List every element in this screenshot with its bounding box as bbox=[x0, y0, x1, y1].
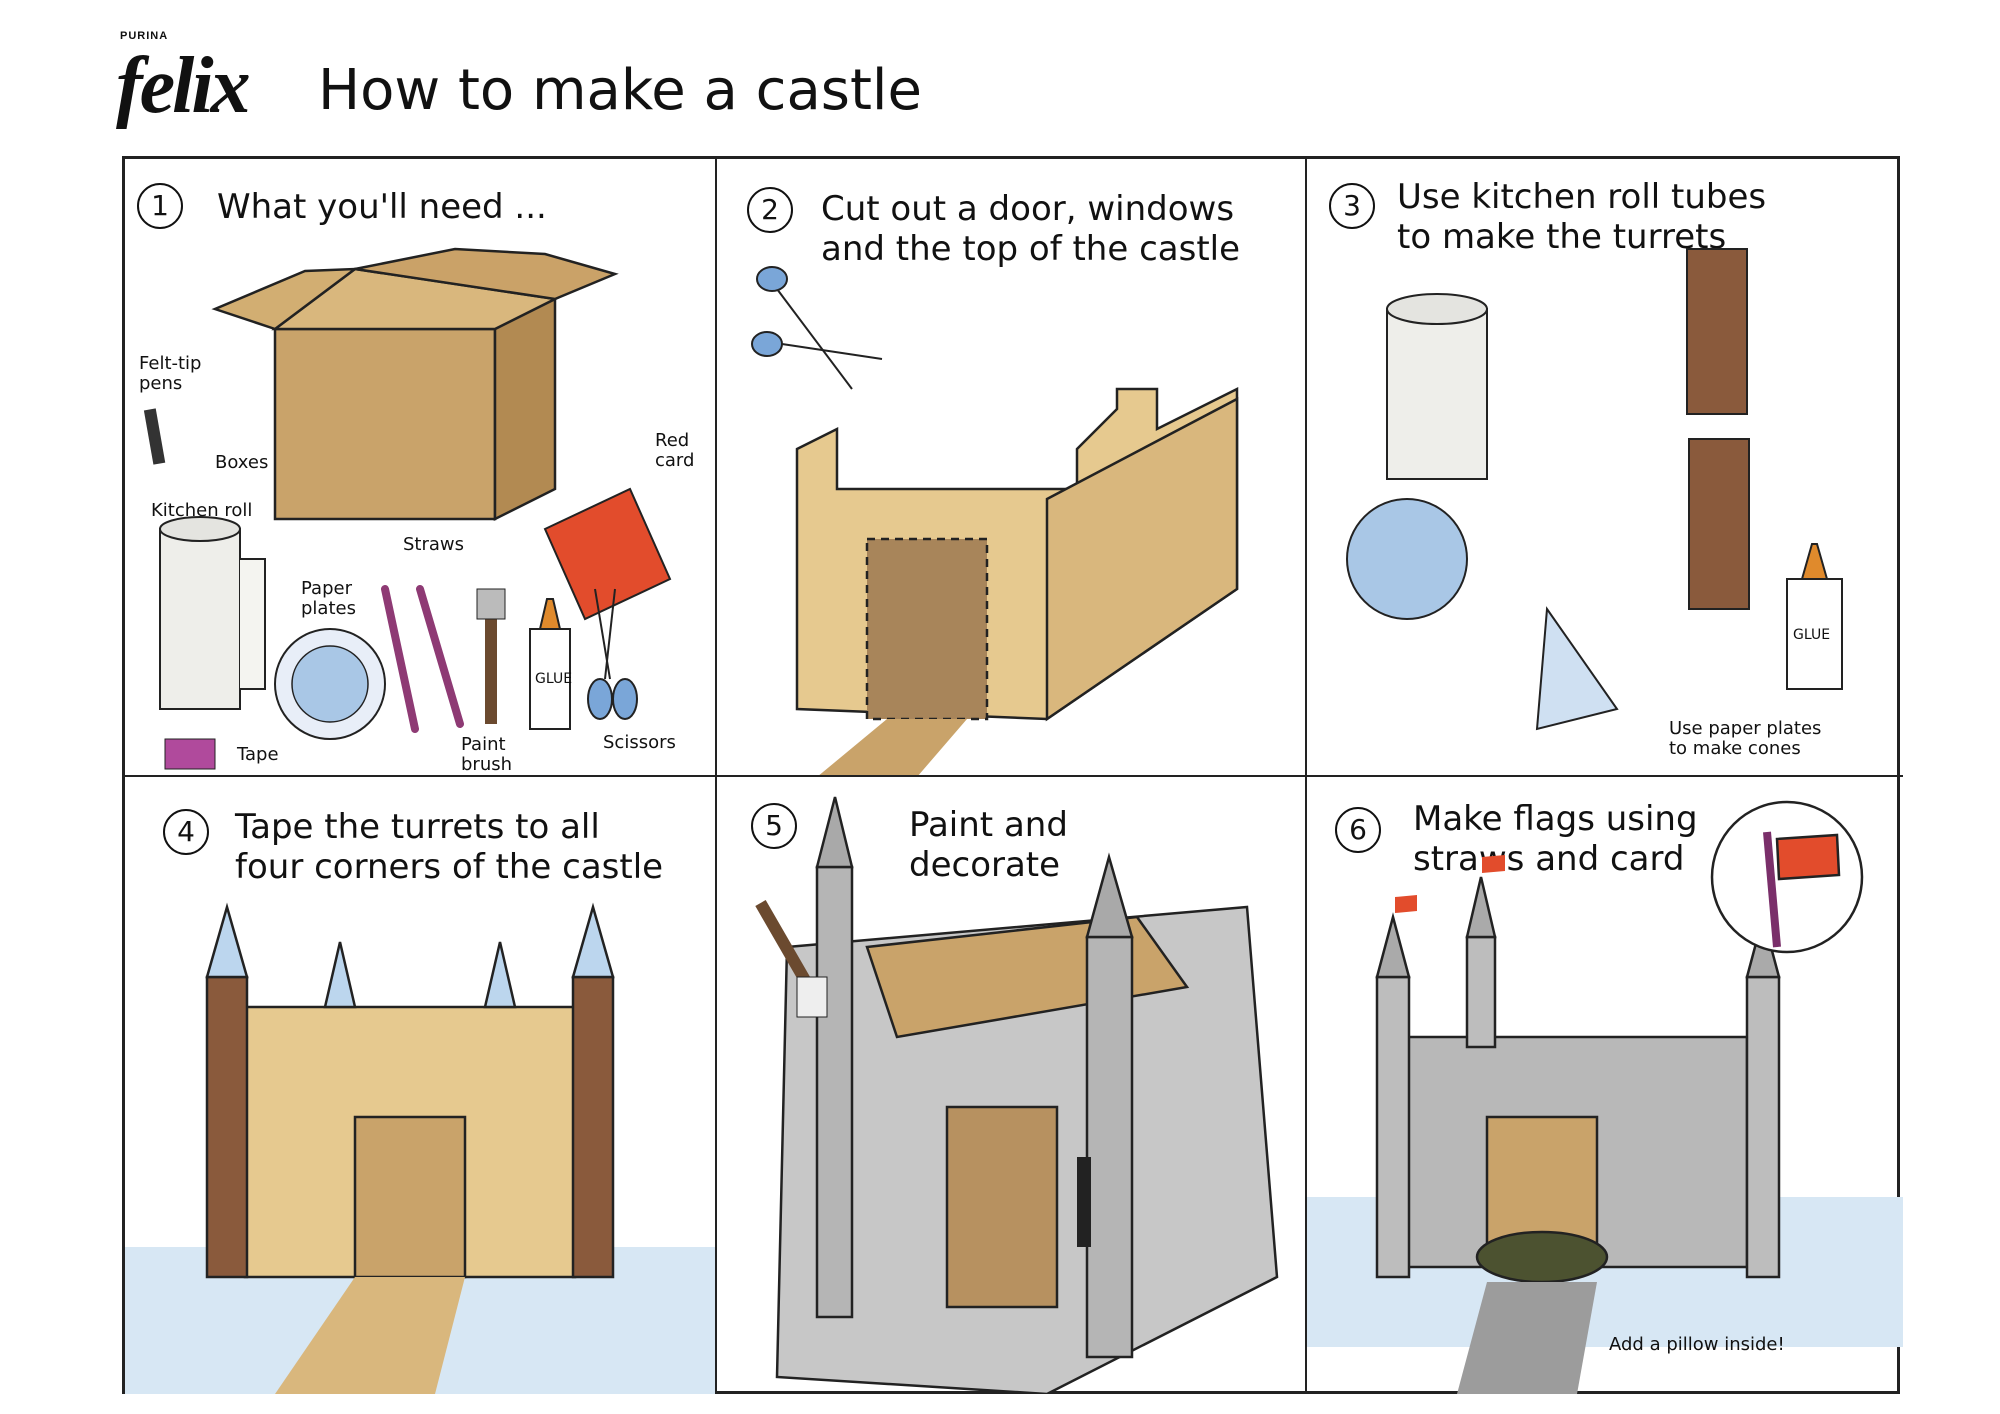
step-number: 2 bbox=[747, 187, 793, 233]
step-number: 1 bbox=[137, 183, 183, 229]
kitchen-roll-icon bbox=[1386, 293, 1488, 480]
felt-tip-pen-icon bbox=[1077, 1157, 1091, 1247]
supplies-illustration bbox=[143, 247, 672, 770]
paint-brush-icon bbox=[476, 588, 506, 724]
tape-icon bbox=[164, 738, 216, 770]
label-straws: Straws bbox=[403, 534, 465, 555]
label-scissors: Scissors bbox=[603, 732, 676, 753]
cardboard-box-icon bbox=[211, 247, 619, 522]
red-card-icon bbox=[543, 487, 672, 621]
panel-step-6: 6 Make flags using straws and card bbox=[1307, 777, 1903, 1394]
label-red-card: Red card bbox=[655, 430, 695, 471]
panel-step-2: 2 Cut out a door, windows and the top of… bbox=[717, 159, 1307, 777]
paper-plate-icon bbox=[274, 628, 386, 740]
purina-wordmark: PURINA bbox=[120, 30, 169, 42]
felix-wordmark: felix bbox=[116, 42, 251, 130]
step-instruction: Tape the turrets to all four corners of … bbox=[235, 807, 664, 887]
step-instruction: Make flags using straws and card bbox=[1413, 799, 1698, 879]
step-number: 6 bbox=[1335, 807, 1381, 853]
panel-step-3: 3 Use kitchen roll tubes to make the tur… bbox=[1307, 159, 1903, 777]
turrets-illustration bbox=[1346, 248, 1843, 731]
painted-castle-illustration bbox=[755, 796, 1279, 1394]
glue-label: GLUE bbox=[1793, 627, 1831, 643]
scissors-icon bbox=[751, 266, 883, 390]
kitchen-roll-icon bbox=[159, 516, 266, 710]
castle-box-illustration bbox=[751, 266, 1239, 775]
step-instruction: What you'll need ... bbox=[217, 187, 547, 227]
step-instruction: Paint and decorate bbox=[909, 805, 1068, 885]
step-number: 3 bbox=[1329, 183, 1375, 229]
panel-step-1: 1 What you'll need ... bbox=[125, 159, 717, 777]
paper-plate-icon bbox=[1346, 498, 1468, 620]
label-boxes: Boxes bbox=[215, 452, 269, 473]
label-kitchen-roll: Kitchen roll bbox=[151, 500, 253, 521]
step-number: 4 bbox=[163, 809, 209, 855]
flags-castle-illustration bbox=[1307, 800, 1903, 1394]
step-instruction: Use kitchen roll tubes to make the turre… bbox=[1397, 177, 1767, 257]
label-paper-plates: Paper plates bbox=[301, 578, 356, 619]
step-instruction: Cut out a door, windows and the top of t… bbox=[821, 189, 1241, 269]
step-number: 5 bbox=[751, 803, 797, 849]
label-paint-brush: Paint brush bbox=[461, 734, 513, 775]
felt-tip-pen-icon bbox=[143, 408, 166, 465]
cone-icon bbox=[1535, 606, 1619, 731]
label-tape: Tape bbox=[237, 744, 279, 765]
scissors-icon bbox=[587, 588, 638, 720]
cardboard-tube-icon bbox=[1686, 248, 1750, 610]
felix-logo: PURINA felix bbox=[112, 22, 272, 142]
panel-step-4: 4 Tape the turrets to all four corners o… bbox=[125, 777, 717, 1394]
straws-icon bbox=[381, 585, 464, 733]
pillow-note: Add a pillow inside! bbox=[1609, 1334, 1785, 1355]
panel-step-5: 5 Paint and decorate bbox=[717, 777, 1307, 1394]
cones-note: Use paper plates to make cones bbox=[1669, 718, 1822, 759]
page-title: How to make a castle bbox=[318, 58, 922, 123]
glue-label: GLUE bbox=[535, 671, 573, 687]
instruction-grid: 1 What you'll need ... bbox=[122, 156, 1903, 1394]
taped-castle-illustration bbox=[125, 902, 715, 1394]
glue-bottle-icon bbox=[1786, 543, 1843, 690]
paint-brush-icon bbox=[755, 900, 828, 1018]
glue-bottle-icon bbox=[529, 598, 571, 730]
label-felt-tip-pens: Felt-tip pens bbox=[139, 353, 202, 394]
